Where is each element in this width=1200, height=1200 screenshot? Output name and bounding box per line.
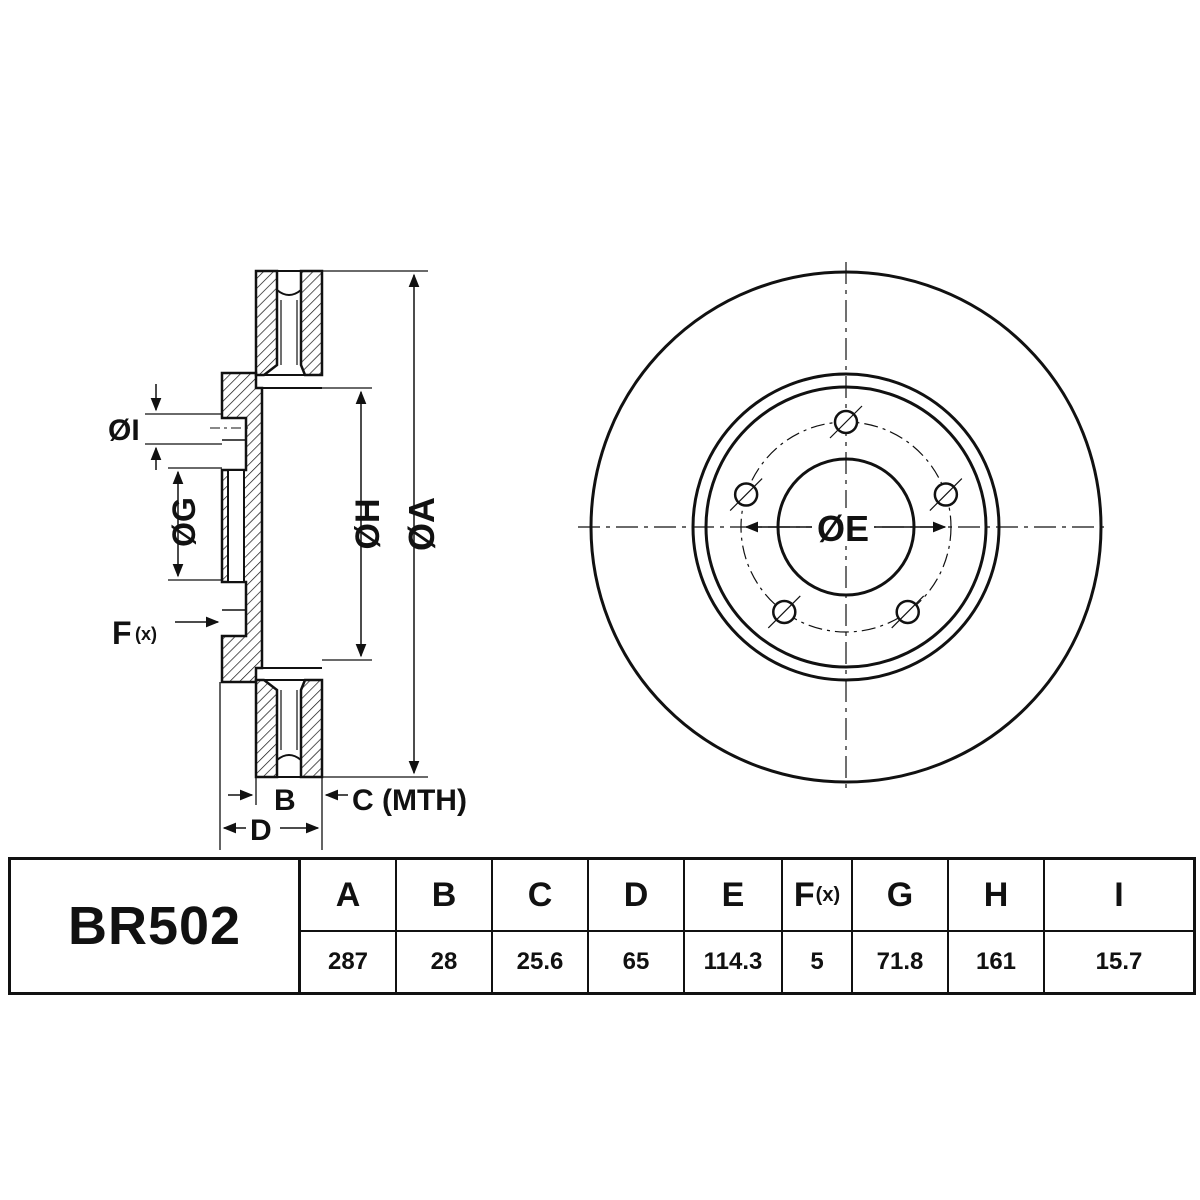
spec-value: 15.7: [1095, 948, 1143, 975]
spec-column-b: B 28: [397, 860, 493, 992]
front-face-view: ØE: [578, 262, 1104, 792]
dimension-a: ØA: [322, 270, 442, 778]
spec-column-c: C 25.6: [493, 860, 589, 992]
dimension-f: F (x): [112, 615, 220, 651]
spec-column-d: D 65: [589, 860, 685, 992]
spec-header-label: E: [721, 875, 745, 914]
spec-column-i: I 15.7: [1045, 860, 1193, 992]
label-f-sub: (x): [135, 624, 157, 644]
brake-disc-drawing: ØA ØH ØG ØI F (x) B C (MTH): [108, 262, 1104, 850]
dimension-i: ØI: [108, 384, 222, 470]
spec-value: 161: [975, 948, 1017, 975]
part-number: BR502: [67, 896, 242, 956]
spec-value: 65: [622, 948, 650, 975]
bolt-hole-crosshair: [767, 595, 801, 629]
dimension-bcd: B C (MTH) D: [219, 682, 467, 850]
spec-header: H: [949, 860, 1043, 932]
label-h: ØH: [349, 499, 387, 550]
spec-value: 28: [430, 948, 458, 975]
spec-table: BR502 A 287 B 28 C 25.6 D 65 E 114.3 F(x) 5 G 71.8 H 16…: [8, 857, 1196, 995]
spec-header: A: [301, 860, 395, 932]
spec-header: C: [493, 860, 587, 932]
spec-column-h: H 161: [949, 860, 1045, 992]
spec-value: 25.6: [516, 948, 564, 975]
spec-header: F(x): [783, 860, 851, 932]
spec-header-sub: (x): [815, 883, 841, 906]
spec-column-a: A 287: [301, 860, 397, 992]
spec-column-e: E 114.3: [685, 860, 783, 992]
spec-header-label: B: [431, 875, 457, 914]
label-c: C (MTH): [352, 784, 467, 817]
spec-column-g: G 71.8: [853, 860, 949, 992]
bolt-hole-crosshair: [829, 405, 863, 439]
spec-header: I: [1045, 860, 1193, 932]
spec-value: 5: [810, 948, 824, 975]
side-section-view: [210, 269, 324, 779]
spec-header: B: [397, 860, 491, 932]
spec-value: 71.8: [876, 948, 924, 975]
spec-column-f: F(x) 5: [783, 860, 853, 992]
bolt-hole-channel: [222, 417, 246, 637]
label-f: F: [112, 615, 132, 651]
inner-friction-plate: [299, 269, 324, 779]
spec-grid: A 287 B 28 C 25.6 D 65 E 114.3 F(x) 5 G 71.8 H 161 I 15.7: [301, 860, 1193, 992]
spec-value: 114.3: [703, 948, 763, 975]
spec-header-label: I: [1114, 875, 1124, 914]
spec-header: E: [685, 860, 781, 932]
label-e: ØE: [817, 508, 869, 549]
vane-channel: [276, 270, 302, 778]
spec-header-label: F: [793, 875, 815, 914]
bolt-holes: [729, 405, 963, 629]
spec-header-label: C: [527, 875, 553, 914]
bolt-hole-crosshair: [729, 478, 763, 511]
spec-header-label: G: [886, 875, 914, 914]
spec-value: 287: [327, 948, 369, 975]
spec-header: D: [589, 860, 683, 932]
spec-header: G: [853, 860, 947, 932]
spec-header-label: A: [335, 875, 361, 914]
hub-bore-face: [227, 469, 245, 583]
outer-friction-plate: [254, 269, 279, 779]
label-d: D: [250, 814, 272, 847]
dimension-g: ØG: [166, 467, 222, 581]
bolt-hole-crosshair: [891, 595, 925, 629]
label-a: ØA: [401, 497, 442, 551]
dimension-h: ØH: [322, 387, 387, 661]
spec-header-label: H: [983, 875, 1009, 914]
label-g: ØG: [166, 497, 202, 547]
part-number-cell: BR502: [11, 860, 301, 992]
label-b: B: [274, 784, 296, 817]
bolt-hole-crosshair: [929, 478, 963, 511]
label-i: ØI: [108, 414, 140, 447]
spec-header-label: D: [623, 875, 649, 914]
